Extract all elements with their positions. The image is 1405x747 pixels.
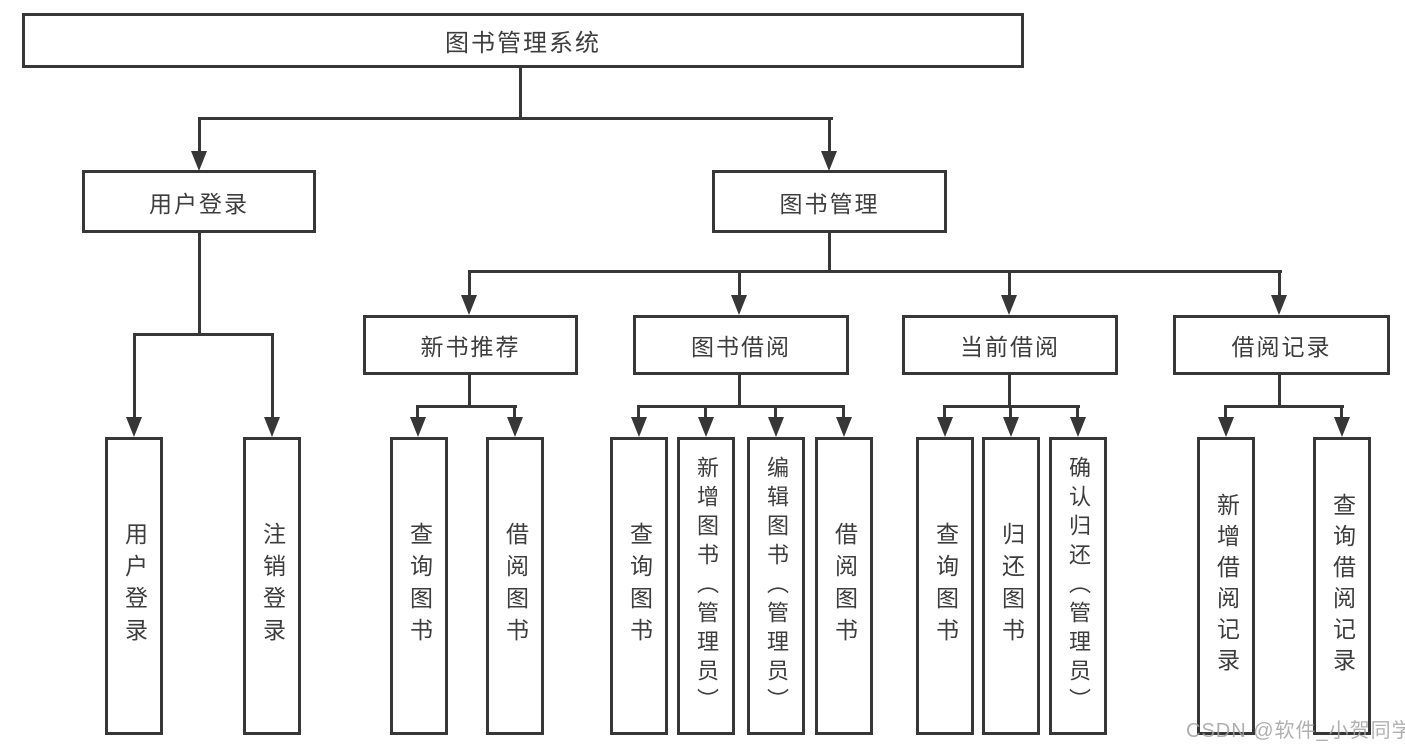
connector-root-stem bbox=[519, 68, 522, 118]
arrow-down-icon bbox=[461, 295, 477, 315]
arrow-down-icon bbox=[768, 417, 784, 437]
connector-drop-book-borrow bbox=[738, 270, 741, 298]
leaf-nb-query-books: 查询图书 bbox=[390, 437, 448, 735]
arrow-down-icon bbox=[731, 295, 747, 315]
node-root: 图书管理系统 bbox=[22, 13, 1024, 68]
node-current-borrow: 当前借阅 bbox=[902, 315, 1118, 375]
connector-drop-book-mgmt bbox=[828, 117, 831, 153]
arrow-down-icon bbox=[126, 417, 142, 437]
leaf-cb-confirm-return-admin: 确认归还（管理员） bbox=[1049, 437, 1107, 735]
connector-drop-leaf bbox=[513, 405, 516, 420]
connector-new-books-hbar bbox=[416, 405, 517, 408]
arrow-down-icon bbox=[410, 417, 426, 437]
connector-drop-leaf-user-login bbox=[133, 333, 136, 419]
leaf-bb-query-books: 查询图书 bbox=[610, 437, 668, 735]
connector-drop-new-books bbox=[468, 270, 471, 298]
leaf-br-query-record: 查询借阅记录 bbox=[1313, 437, 1371, 735]
arrow-down-icon bbox=[1334, 417, 1350, 437]
connector-drop-leaf-logout bbox=[271, 333, 274, 419]
connector-book-borrow-stem bbox=[738, 375, 741, 408]
node-book-mgmt: 图书管理 bbox=[712, 170, 947, 233]
arrow-down-icon bbox=[937, 417, 953, 437]
connector-borrow-records-stem bbox=[1278, 375, 1281, 408]
leaf-cb-query-books: 查询图书 bbox=[916, 437, 974, 735]
arrow-down-icon bbox=[191, 151, 207, 171]
arrow-down-icon bbox=[836, 417, 852, 437]
connector-book-borrow-hbar bbox=[637, 405, 845, 408]
connector-drop-borrow-records bbox=[1278, 270, 1281, 298]
connector-root-hbar bbox=[198, 117, 833, 120]
connector-drop-leaf bbox=[1340, 405, 1343, 420]
leaf-bb-edit-books-admin: 编辑图书（管理员） bbox=[747, 437, 805, 735]
node-borrow-records: 借阅记录 bbox=[1173, 315, 1390, 375]
arrow-down-icon bbox=[821, 151, 837, 171]
connector-drop-user-login bbox=[198, 117, 201, 153]
arrow-down-icon bbox=[698, 417, 714, 437]
connector-drop-leaf bbox=[1224, 405, 1227, 420]
leaf-bb-borrow-books: 借阅图书 bbox=[815, 437, 873, 735]
connector-user-login-stem bbox=[198, 233, 201, 335]
arrow-down-icon bbox=[264, 417, 280, 437]
arrow-down-icon bbox=[1218, 417, 1234, 437]
connector-drop-leaf bbox=[1009, 405, 1012, 420]
leaf-br-add-record: 新增借阅记录 bbox=[1197, 437, 1255, 735]
connector-book-mgmt-stem bbox=[828, 233, 831, 273]
arrow-down-icon bbox=[1001, 295, 1017, 315]
node-new-books: 新书推荐 bbox=[363, 315, 578, 375]
leaf-logout: 注销登录 bbox=[243, 437, 301, 735]
connector-current-borrow-stem bbox=[1008, 375, 1011, 408]
connector-drop-leaf bbox=[1076, 405, 1079, 420]
watermark: CSDN @软件_小贺同学 bbox=[1186, 720, 1405, 742]
leaf-user-login: 用户登录 bbox=[105, 437, 163, 735]
arrow-down-icon bbox=[507, 417, 523, 437]
connector-drop-leaf bbox=[637, 405, 640, 420]
leaf-cb-return-books: 归还图书 bbox=[982, 437, 1040, 735]
arrow-down-icon bbox=[1003, 417, 1019, 437]
node-user-login: 用户登录 bbox=[82, 170, 316, 233]
connector-drop-leaf bbox=[943, 405, 946, 420]
connector-borrow-records-hbar bbox=[1224, 405, 1344, 408]
connector-drop-leaf bbox=[774, 405, 777, 420]
arrow-down-icon bbox=[1070, 417, 1086, 437]
connector-user-login-hbar bbox=[133, 333, 274, 336]
connector-drop-leaf bbox=[842, 405, 845, 420]
connector-drop-current-borrow bbox=[1008, 270, 1011, 298]
connector-drop-leaf bbox=[416, 405, 419, 420]
arrow-down-icon bbox=[1271, 295, 1287, 315]
leaf-nb-borrow-books: 借阅图书 bbox=[486, 437, 544, 735]
connector-drop-leaf bbox=[704, 405, 707, 420]
connector-book-mgmt-hbar bbox=[468, 270, 1282, 273]
leaf-bb-add-books-admin: 新增图书（管理员） bbox=[677, 437, 735, 735]
connector-new-books-stem bbox=[468, 375, 471, 408]
arrow-down-icon bbox=[631, 417, 647, 437]
node-book-borrow: 图书借阅 bbox=[633, 315, 849, 375]
